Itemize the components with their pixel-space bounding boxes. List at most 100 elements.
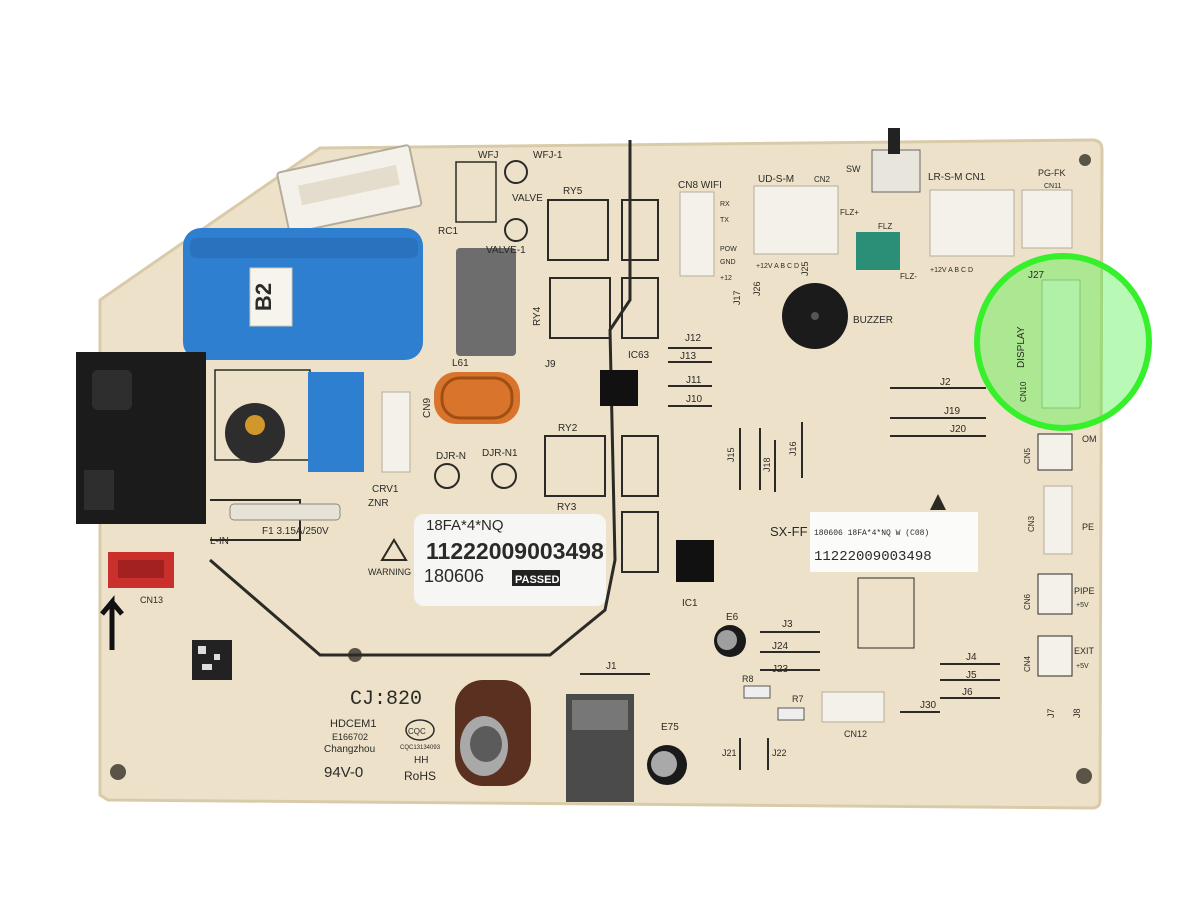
large-capacitor (455, 680, 531, 786)
svg-text:J15: J15 (726, 447, 736, 462)
mounting-hole (110, 764, 126, 780)
svg-text:J11: J11 (686, 375, 702, 386)
sw-switch (871, 149, 921, 193)
svg-text:J16: J16 (788, 441, 798, 456)
svg-text:J7: J7 (1046, 708, 1056, 718)
svg-text:E6: E6 (726, 612, 739, 623)
djrn-label: DJR-N (436, 451, 466, 462)
l61-label: L61 (452, 358, 469, 369)
svg-text:RY2: RY2 (558, 423, 578, 434)
svg-text:J12: J12 (685, 333, 702, 344)
cn5-label: CN5 (1023, 447, 1032, 464)
rc1-label: RC1 (438, 226, 458, 237)
cn3-label: CN3 (1027, 515, 1036, 532)
label-right-line1: 180606 18FA*4*NQ W (C08) (814, 529, 929, 538)
svg-text:J18: J18 (762, 457, 772, 472)
cn2-label: CN2 (814, 175, 831, 184)
display-label: DISPLAY (1016, 326, 1027, 368)
power-relay (76, 352, 206, 524)
pe-label: PE (1082, 522, 1094, 532)
display-connector (1041, 279, 1081, 409)
svg-text:J22: J22 (772, 748, 787, 758)
ic63-label: IC63 (628, 350, 650, 361)
capacitor-label: B2 (251, 283, 276, 311)
flzm-label: FLZ- (900, 272, 917, 281)
svg-text:J2: J2 (940, 377, 951, 388)
flz-label: FLZ (878, 222, 892, 231)
svg-text:J10: J10 (686, 394, 703, 405)
valve-terminal (504, 160, 528, 184)
svg-text:J19: J19 (944, 406, 961, 417)
svg-text:J13: J13 (680, 351, 697, 362)
hh-marking: HH (414, 755, 428, 766)
om-label: OM (1082, 434, 1097, 444)
crv1-label: CRV1 (372, 484, 399, 495)
svg-text:E75: E75 (661, 722, 679, 733)
ul-marking: HDCEM1 (330, 718, 376, 730)
buzzer-label: BUZZER (853, 315, 893, 326)
ic1-chip (676, 540, 714, 582)
city-marking: Changzhou (324, 744, 375, 755)
blue-relay (308, 372, 364, 472)
small-capacitor-e75: E75 (647, 722, 687, 785)
cqc-logo (405, 719, 435, 741)
ud-s-m-connector (753, 185, 839, 255)
cj-marking: CJ:820 (350, 688, 422, 711)
label-passed: PASSED (515, 574, 559, 586)
small-capacitor-e6: E6 (714, 612, 746, 657)
svg-text:J5: J5 (966, 670, 977, 681)
valve1-label: VALVE-1 (486, 245, 526, 256)
relay-ry3: RY3 (557, 502, 659, 573)
gray-inductor (456, 248, 516, 356)
ul-file: E166702 (332, 732, 368, 742)
flzp-label: FLZ+ (840, 208, 859, 217)
abcd1-label: +12V A B C D (756, 263, 799, 270)
lin-label: L-IN (210, 536, 229, 547)
spec-table (857, 577, 915, 649)
wfj1-label: WFJ-1 (533, 150, 563, 161)
warning-icon (380, 538, 408, 561)
ic1-label: IC1 (682, 598, 698, 609)
relay-ry4: RY4 (532, 277, 659, 339)
valve-label: VALVE (512, 193, 543, 204)
v5a-label: +5V (1076, 602, 1089, 609)
svg-text:J4: J4 (966, 652, 977, 663)
cn9-connector (381, 391, 411, 473)
v12-label: +12 (720, 275, 732, 282)
resistor-r8 (743, 685, 771, 699)
cqc-number: CQC13134093 (400, 745, 441, 751)
warning-icon (930, 494, 946, 510)
copper-coil (434, 372, 520, 424)
znr-label: ZNR (368, 498, 389, 509)
svg-text:J30: J30 (920, 700, 937, 711)
j27-label: J27 (1028, 270, 1045, 281)
label-prefix: SX-FF (770, 524, 808, 539)
svg-text:J3: J3 (782, 619, 793, 630)
fuse (229, 503, 341, 521)
cn12-connector (821, 691, 885, 723)
cn8-label: CN8 WIFI (678, 180, 722, 191)
relay-ry2: RY2 (544, 423, 659, 497)
cn4-connector (1037, 635, 1073, 677)
fuse-label: F1 3.15A/250V (262, 526, 329, 537)
pipe-label: PIPE (1074, 586, 1095, 596)
display-highlight-ring (974, 253, 1152, 431)
blue-capacitor: B2 (183, 228, 423, 360)
svg-text:J25: J25 (800, 261, 810, 276)
svg-text:J17: J17 (732, 290, 742, 305)
lr-s-m-connector (929, 189, 1015, 257)
cn4-label: CN4 (1023, 655, 1032, 672)
flz-connector (856, 232, 900, 270)
arrow-icon (100, 595, 124, 650)
tx-label: TX (720, 217, 729, 224)
pow-label: POW (720, 246, 737, 253)
cn5-connector (1037, 433, 1073, 471)
cn12-label: CN12 (844, 729, 867, 739)
j9-label: J9 (545, 359, 556, 370)
svg-text:J24: J24 (772, 641, 789, 652)
label-model: 18FA*4*NQ (426, 517, 504, 534)
jumpers (580, 347, 1000, 770)
cn6-connector (1037, 573, 1073, 615)
cn10-label: CN10 (1019, 381, 1028, 402)
